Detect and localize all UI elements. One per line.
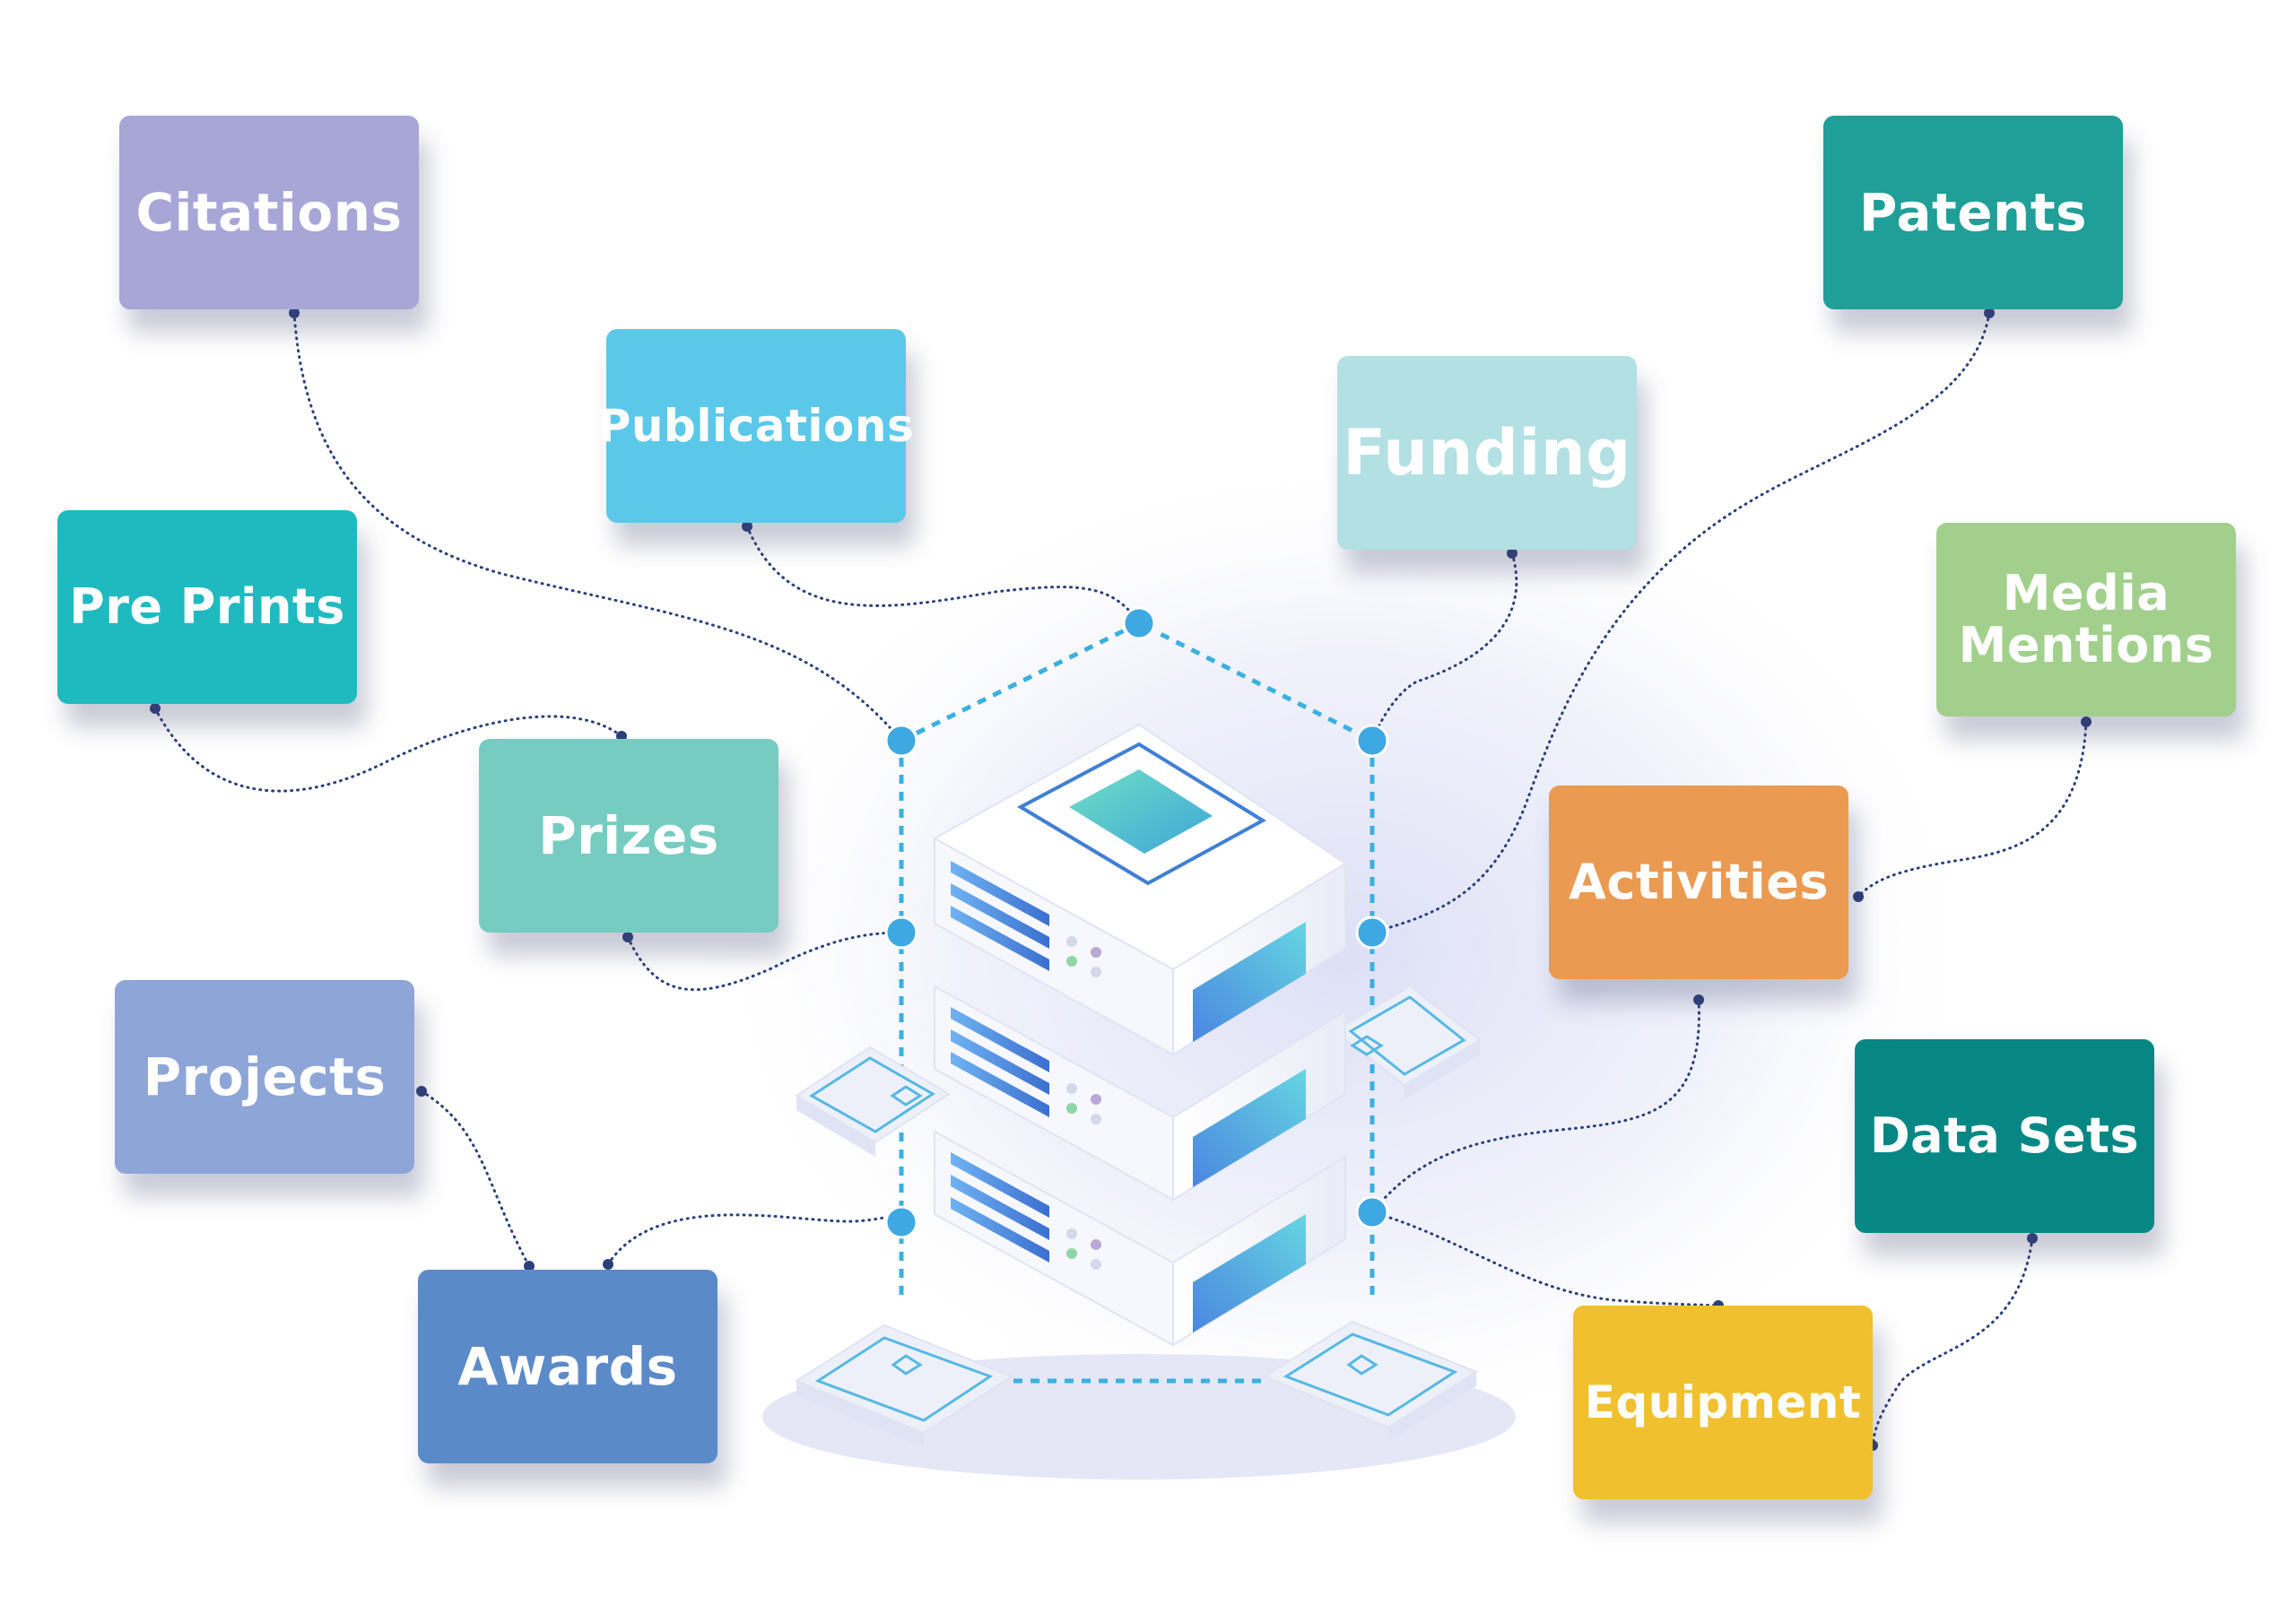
node-label: Equipment xyxy=(1584,1376,1862,1428)
connector-projects xyxy=(420,1089,531,1268)
node-label: Citations xyxy=(135,182,403,243)
tile-left-upper xyxy=(795,1046,951,1157)
node-patents: Patents xyxy=(1823,116,2123,309)
hub-junction-dots xyxy=(884,606,1389,1239)
node-data-sets: Data Sets xyxy=(1855,1039,2154,1233)
connector-pre-prints xyxy=(153,707,623,793)
server-tier-bottom xyxy=(934,1130,1346,1347)
node-funding: Funding xyxy=(1337,356,1637,550)
node-publications: Publications xyxy=(598,329,914,523)
connector-citations xyxy=(292,311,903,742)
node-label: Projects xyxy=(143,1046,387,1107)
node-prizes: Prizes xyxy=(479,739,778,933)
node-label: Publications xyxy=(597,400,915,452)
tile-right-upper xyxy=(1333,985,1482,1099)
connector-data-sets xyxy=(1871,1237,2034,1447)
node-equipment: Equipment xyxy=(1573,1306,1873,1499)
node-pre-prints: Pre Prints xyxy=(57,510,357,704)
node-media-mentions: Media Mentions xyxy=(1936,523,2236,716)
connector-funding xyxy=(1370,551,1518,742)
node-projects: Projects xyxy=(115,980,414,1174)
platform-tiles xyxy=(794,985,1482,1447)
tile-right-lower xyxy=(1262,1320,1479,1442)
connector-equipment xyxy=(1370,1211,1720,1307)
node-label: Patents xyxy=(1858,182,2088,243)
connector-patents xyxy=(1370,311,1991,934)
tile-left-lower xyxy=(794,1324,1014,1447)
connector-activities xyxy=(1370,998,1700,1214)
node-label: Pre Prints xyxy=(69,578,345,635)
node-awards: Awards xyxy=(418,1270,718,1463)
connector-awards xyxy=(606,1213,903,1266)
server-stack-icon xyxy=(932,723,1347,1347)
node-label: Data Sets xyxy=(1869,1107,2140,1164)
node-citations: Citations xyxy=(119,116,419,309)
server-tier-top xyxy=(932,723,1347,1056)
node-label: Prizes xyxy=(538,805,719,866)
server-tier-middle xyxy=(934,985,1346,1202)
node-label: Funding xyxy=(1343,416,1631,490)
connector-media-mentions xyxy=(1857,720,2088,898)
connector-lines xyxy=(153,311,2088,1447)
node-label: Awards xyxy=(457,1336,678,1397)
node-activities: Activities xyxy=(1549,785,1848,979)
node-label: Activities xyxy=(1569,854,1829,910)
node-label: Media Mentions xyxy=(1958,564,2214,673)
connector-prizes xyxy=(626,931,903,992)
connector-publications xyxy=(745,525,1141,625)
